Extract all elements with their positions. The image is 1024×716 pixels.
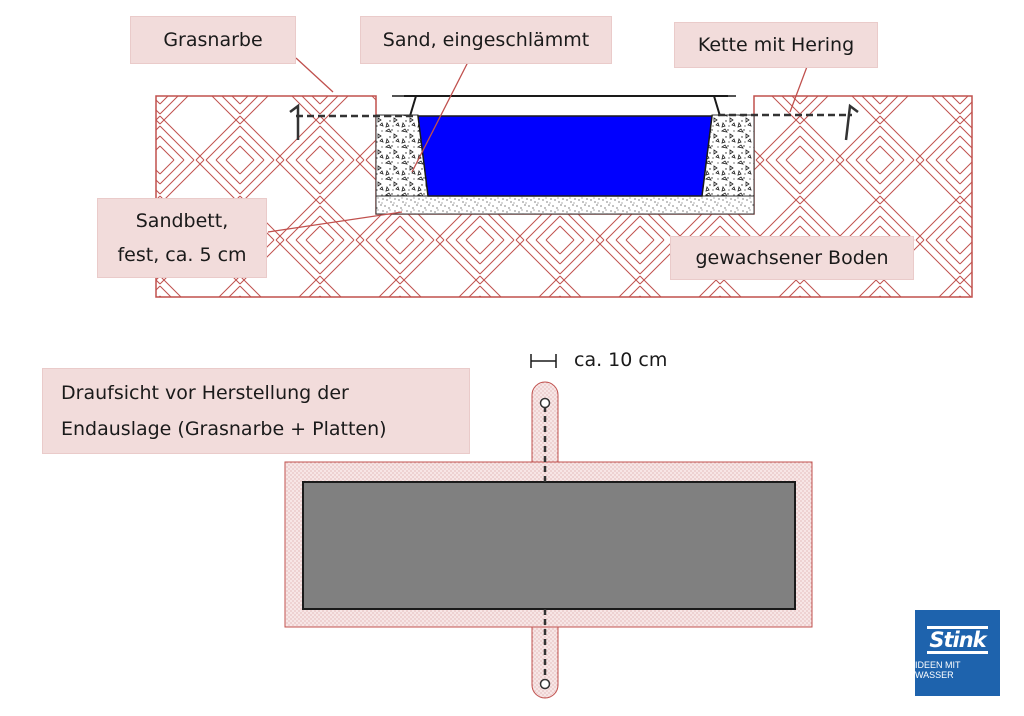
brand-logo: Stink IDEEN MIT WASSER xyxy=(915,610,1000,696)
label-grasnarbe: Grasnarbe xyxy=(130,16,296,64)
label-grasnarbe-text: Grasnarbe xyxy=(163,29,263,51)
peg-right xyxy=(844,103,859,141)
sand-bed xyxy=(375,195,755,215)
label-sandbett: Sandbett, fest, ca. 5 cm xyxy=(97,198,267,278)
dimension-mark xyxy=(530,354,557,368)
peg-top-lower xyxy=(539,678,551,690)
label-kette-text: Kette mit Hering xyxy=(697,34,855,56)
label-boden-text: gewachsener Boden xyxy=(695,247,889,269)
label-boden: gewachsener Boden xyxy=(670,236,914,280)
label-sand: Sand, eingeschlämmt xyxy=(360,16,612,64)
leader-sand xyxy=(411,61,469,173)
label-draufsicht: Draufsicht vor Herstellung der Endauslag… xyxy=(42,368,470,454)
water-basin xyxy=(417,115,713,197)
leader-kette xyxy=(789,63,809,113)
label-kette: Kette mit Hering xyxy=(674,22,878,68)
dimension-label: ca. 10 cm xyxy=(574,349,668,371)
basin-plate xyxy=(302,481,796,610)
leader-grasnarbe xyxy=(295,57,334,93)
label-draufsicht-line1: Draufsicht vor Herstellung der xyxy=(61,382,349,404)
label-draufsicht-line2: Endauslage (Grasnarbe + Platten) xyxy=(61,418,387,440)
logo-brand: Stink xyxy=(927,626,988,654)
label-sand-text: Sand, eingeschlämmt xyxy=(382,29,590,51)
label-sandbett-line1: Sandbett, xyxy=(135,210,229,232)
basin-rim xyxy=(404,95,728,117)
label-sandbett-line2: fest, ca. 5 cm xyxy=(117,244,247,266)
peg-top-upper xyxy=(539,397,551,409)
logo-tagline: IDEEN MIT WASSER xyxy=(915,660,961,680)
peg-left xyxy=(289,103,300,140)
leader-sandbett xyxy=(267,211,403,233)
